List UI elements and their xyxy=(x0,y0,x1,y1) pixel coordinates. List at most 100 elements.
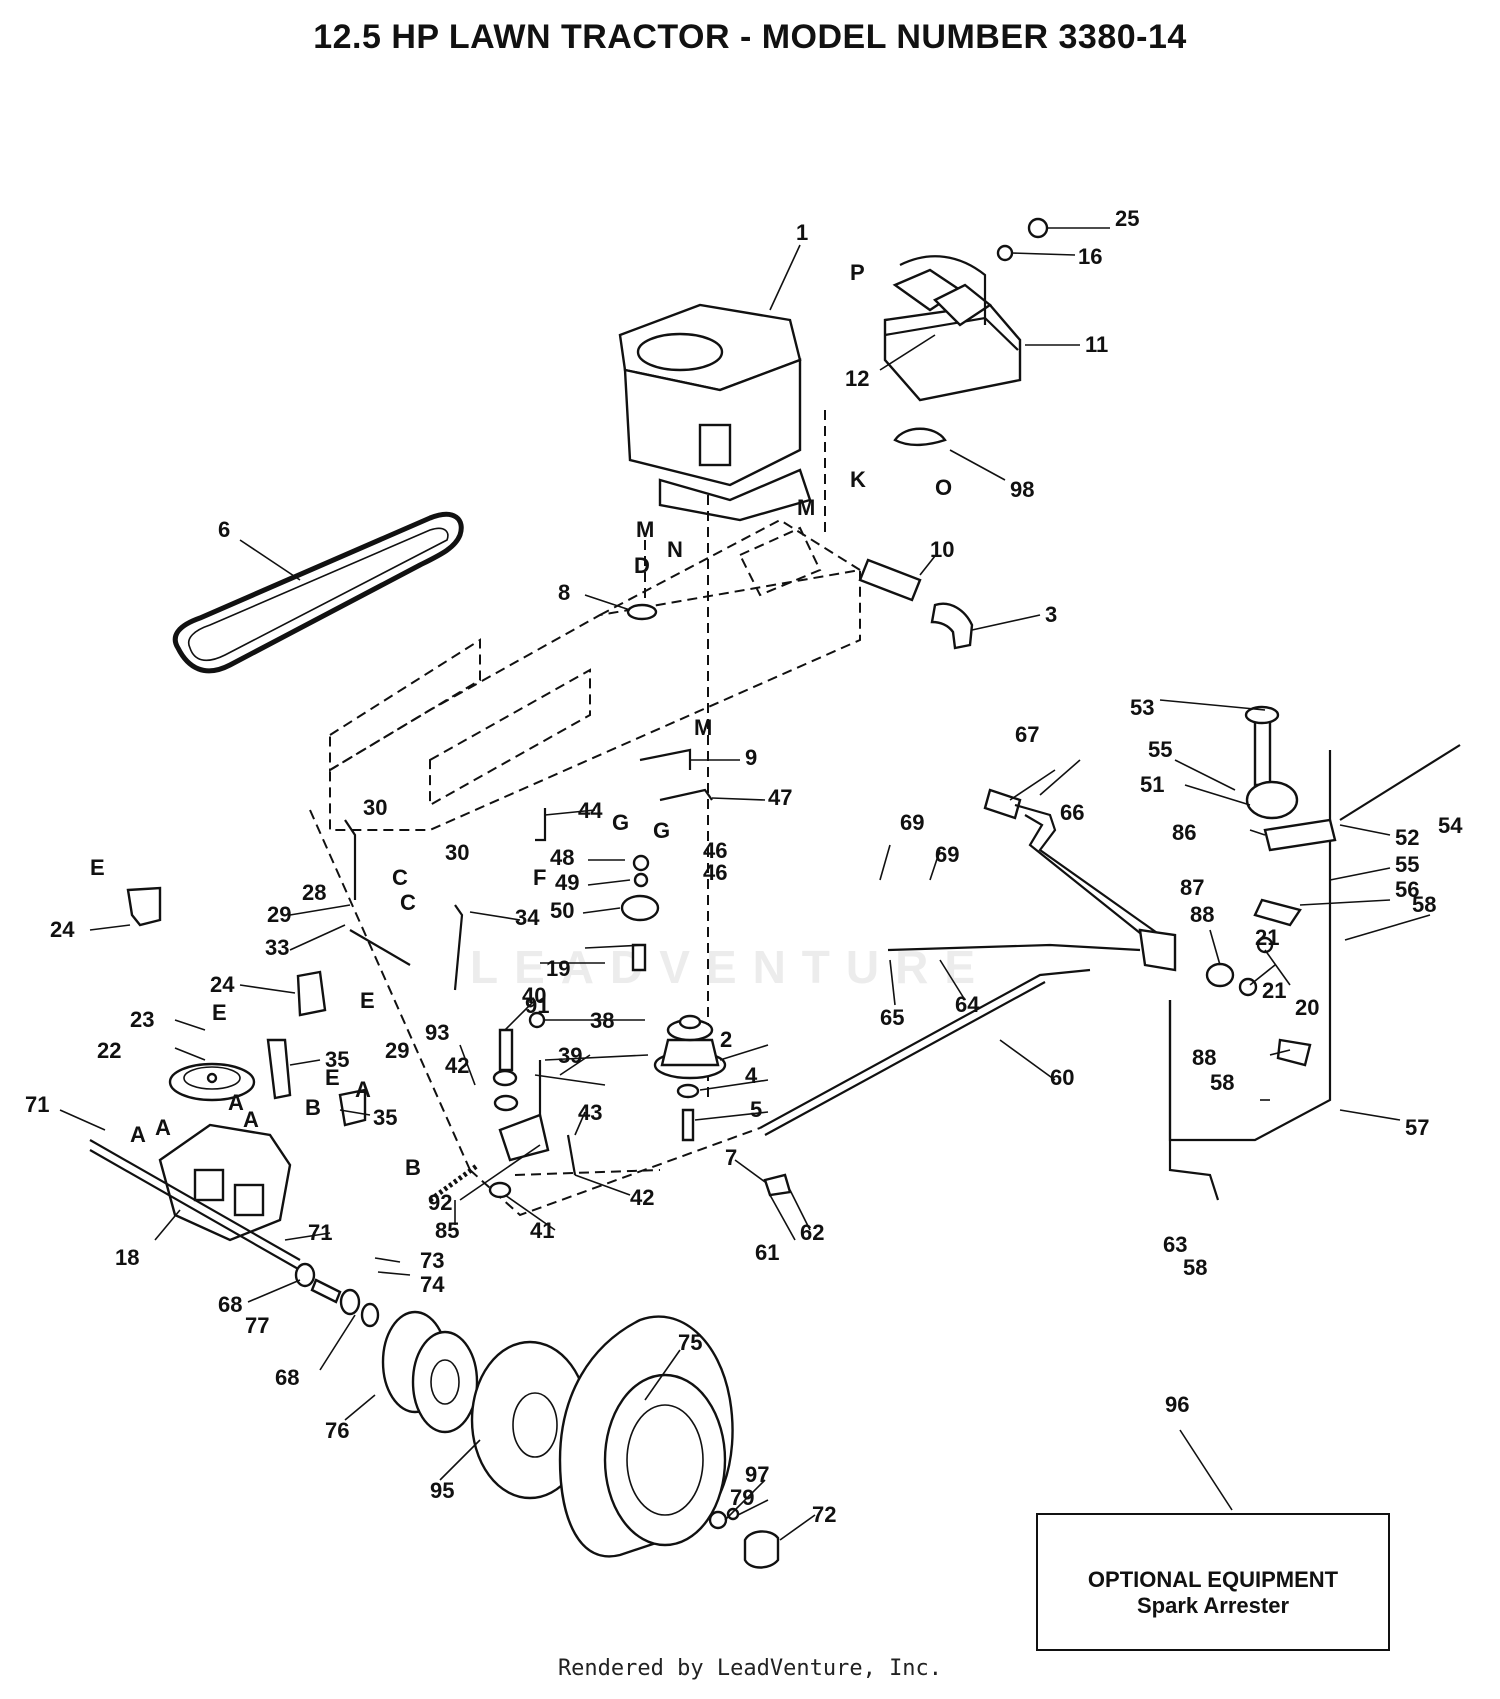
part-label: 92 xyxy=(428,1190,452,1215)
exhaust-pipe[interactable] xyxy=(858,558,974,650)
nut-16[interactable] xyxy=(996,244,1014,262)
bushing-88[interactable] xyxy=(1276,1038,1312,1067)
muffler[interactable] xyxy=(883,255,1022,402)
part-label: 50 xyxy=(550,898,574,923)
engine-pulley[interactable] xyxy=(653,1014,727,1080)
nut-25[interactable] xyxy=(1027,217,1049,239)
part-label: 69 xyxy=(935,842,959,867)
washer-68[interactable] xyxy=(339,1288,361,1316)
part-label: 24 xyxy=(50,917,75,942)
nut-20[interactable] xyxy=(1256,936,1274,954)
bolt-5[interactable] xyxy=(681,1108,695,1142)
ref-letter: E xyxy=(90,855,105,880)
spring-47[interactable] xyxy=(659,788,713,802)
part-label: 57 xyxy=(1405,1115,1429,1140)
part-label: 3 xyxy=(1045,602,1057,627)
rod-33[interactable] xyxy=(349,929,411,966)
link-87[interactable] xyxy=(1253,898,1302,927)
rod-34[interactable] xyxy=(453,904,464,991)
rod-64[interactable] xyxy=(887,943,1141,952)
part-label: 61 xyxy=(755,1240,779,1265)
washer-97[interactable] xyxy=(708,1510,728,1530)
bolt-19[interactable] xyxy=(631,943,647,972)
washer-68[interactable] xyxy=(360,1302,380,1328)
transaxle-pulley[interactable] xyxy=(168,1062,256,1102)
brake-bracket-91[interactable] xyxy=(498,1113,550,1162)
bracket-35[interactable] xyxy=(266,1038,292,1100)
part-label: 21 xyxy=(1262,978,1286,1003)
part-label: 53 xyxy=(1130,695,1154,720)
bolt-40[interactable] xyxy=(498,1028,514,1072)
washer-4[interactable] xyxy=(676,1083,700,1099)
part-label: 2 xyxy=(720,1027,732,1052)
part-label: 38 xyxy=(590,1008,614,1033)
engine[interactable] xyxy=(618,303,812,522)
part-label: 97 xyxy=(745,1462,769,1487)
ring-79[interactable] xyxy=(726,1507,740,1521)
spacer-49[interactable] xyxy=(633,872,649,888)
part-label: 46 xyxy=(703,860,727,885)
ref-letter: G xyxy=(653,818,670,843)
part-label: 93 xyxy=(425,1020,449,1045)
part-label: 5 xyxy=(750,1097,762,1122)
part-label: 33 xyxy=(265,935,289,960)
transaxle[interactable] xyxy=(89,1123,301,1271)
shift-lever[interactable] xyxy=(983,788,1177,972)
washer-93[interactable] xyxy=(493,1094,519,1112)
part-label: 54 xyxy=(1438,813,1463,838)
ref-letter: A xyxy=(355,1077,371,1102)
bracket-24[interactable] xyxy=(126,886,162,927)
rod-9[interactable] xyxy=(639,748,692,770)
part-label: 25 xyxy=(1115,206,1139,231)
bushing-88[interactable] xyxy=(1205,962,1235,988)
washer-16[interactable] xyxy=(492,1069,518,1087)
wheel-hub[interactable] xyxy=(381,1310,479,1434)
hub-cap-72[interactable] xyxy=(743,1530,780,1569)
tractor-frame[interactable] xyxy=(309,410,861,1217)
part-number-labels: 1 2 3 4 5 6 7 8 9 10 11 12 16 18 19 20 2… xyxy=(25,206,1463,1527)
bolt-53[interactable] xyxy=(1253,713,1272,787)
part-label: 68 xyxy=(275,1365,299,1390)
part-label: 62 xyxy=(800,1220,824,1245)
part-label: 30 xyxy=(445,840,469,865)
part-label: 58 xyxy=(1412,892,1436,917)
part-label: 9 xyxy=(745,745,757,770)
bracket-35[interactable] xyxy=(338,1088,367,1127)
washer-41[interactable] xyxy=(488,1181,512,1199)
rod-63[interactable] xyxy=(1168,1000,1220,1201)
part-label: 63 xyxy=(1163,1232,1187,1257)
key-77[interactable] xyxy=(310,1278,342,1304)
bracket-44[interactable] xyxy=(535,808,547,842)
part-label: 75 xyxy=(678,1330,702,1355)
leader-lines xyxy=(59,227,1431,1541)
rod-28[interactable] xyxy=(344,819,357,900)
cable-54[interactable] xyxy=(1339,744,1461,821)
part-label: 66 xyxy=(1060,800,1084,825)
drive-belt[interactable] xyxy=(172,511,464,674)
part-label: 69 xyxy=(900,810,924,835)
part-label: 4 xyxy=(745,1063,758,1088)
rear-tire[interactable] xyxy=(558,1315,734,1558)
brake-rod-60[interactable] xyxy=(759,968,1091,1129)
part-label: 72 xyxy=(812,1502,836,1527)
ring-38[interactable] xyxy=(528,1011,546,1029)
optional-equipment-title: OPTIONAL EQUIPMENT xyxy=(1087,1567,1339,1592)
part-label: 28 xyxy=(302,880,326,905)
idler-pulley-50[interactable] xyxy=(620,894,660,922)
washer-46[interactable] xyxy=(632,854,650,872)
spring-62[interactable] xyxy=(763,1173,792,1197)
footer-credit: Rendered by LeadVenture, Inc. xyxy=(557,1656,943,1681)
plate-52[interactable] xyxy=(1263,818,1337,852)
part-label: 47 xyxy=(768,785,792,810)
part-label: 91 xyxy=(525,993,549,1018)
washer-68[interactable] xyxy=(294,1262,316,1288)
part-label: 76 xyxy=(325,1418,349,1443)
bracket-24[interactable] xyxy=(296,970,327,1017)
pin-43[interactable] xyxy=(566,1134,577,1176)
muffler-guard[interactable] xyxy=(893,427,947,447)
bracket-8[interactable] xyxy=(626,603,658,621)
part-label: 19 xyxy=(546,956,570,981)
knob-51[interactable] xyxy=(1245,780,1299,820)
spring-92[interactable] xyxy=(428,1162,480,1203)
